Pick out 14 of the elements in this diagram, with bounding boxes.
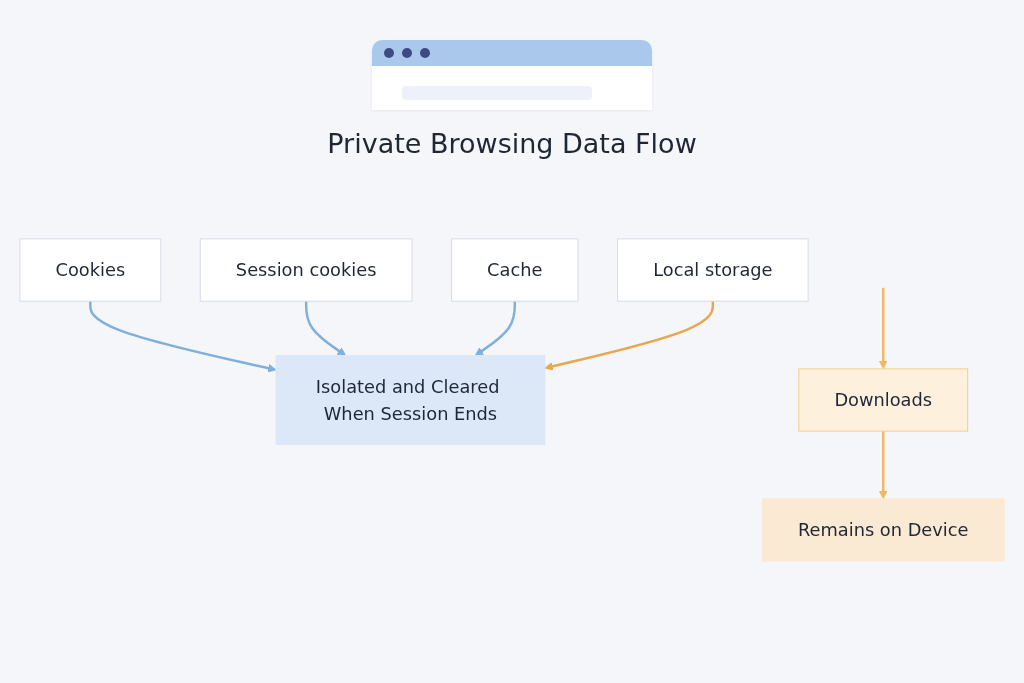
title: Private Browsing Data Flow bbox=[327, 128, 697, 159]
arrow bbox=[89, 301, 277, 373]
node-box: Session cookies bbox=[199, 238, 413, 302]
arrow bbox=[878, 287, 888, 370]
arrow bbox=[544, 301, 715, 371]
arrow bbox=[878, 431, 888, 500]
node-box: Isolated and Cleared When Session Ends bbox=[275, 355, 546, 445]
node-box: Cookies bbox=[19, 238, 162, 302]
node-box: Cache bbox=[451, 238, 579, 302]
node-box: Remains on Device bbox=[761, 498, 1005, 562]
node-box: Downloads bbox=[798, 368, 969, 432]
arrow bbox=[304, 301, 347, 356]
node-box: Local storage bbox=[617, 238, 809, 302]
arrow bbox=[474, 301, 517, 356]
